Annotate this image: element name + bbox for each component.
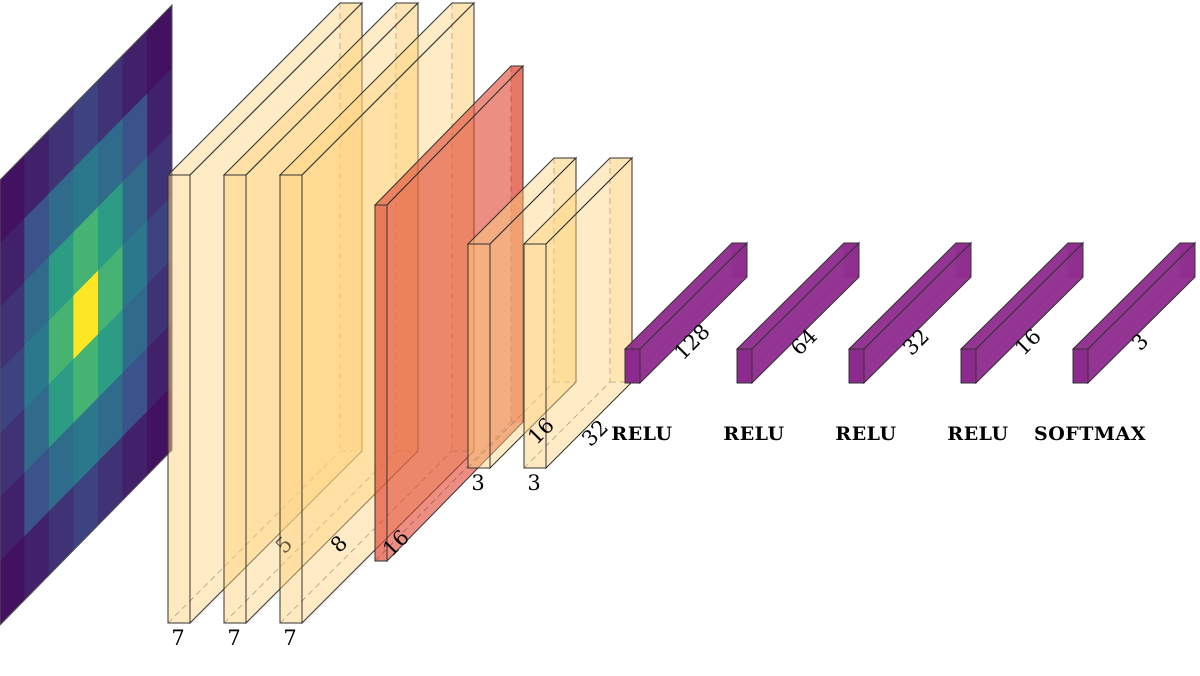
pool-layer xyxy=(373,64,525,563)
dense-layer xyxy=(1071,241,1197,385)
heatmap-border xyxy=(0,3,173,626)
layer-height-label: 7 xyxy=(227,626,240,650)
conv-layer xyxy=(522,156,634,470)
layer-height-label: 7 xyxy=(283,626,296,650)
activation-label: SOFTMAX xyxy=(1034,423,1146,445)
dense-layer xyxy=(735,241,861,385)
activation-label: RELU xyxy=(611,423,672,445)
layer-blocks xyxy=(166,1,1197,625)
dense-layer xyxy=(623,241,749,385)
activation-label: RELU xyxy=(835,423,896,445)
dense-layer xyxy=(847,241,973,385)
dense-layer xyxy=(959,241,1085,385)
layer-height-label: 7 xyxy=(171,626,184,650)
activation-label: RELU xyxy=(947,423,1008,445)
input-heatmap xyxy=(0,3,173,626)
layer-height-label: 3 xyxy=(527,471,540,495)
layer-height-label: 3 xyxy=(471,471,484,495)
activation-label: RELU xyxy=(723,423,784,445)
